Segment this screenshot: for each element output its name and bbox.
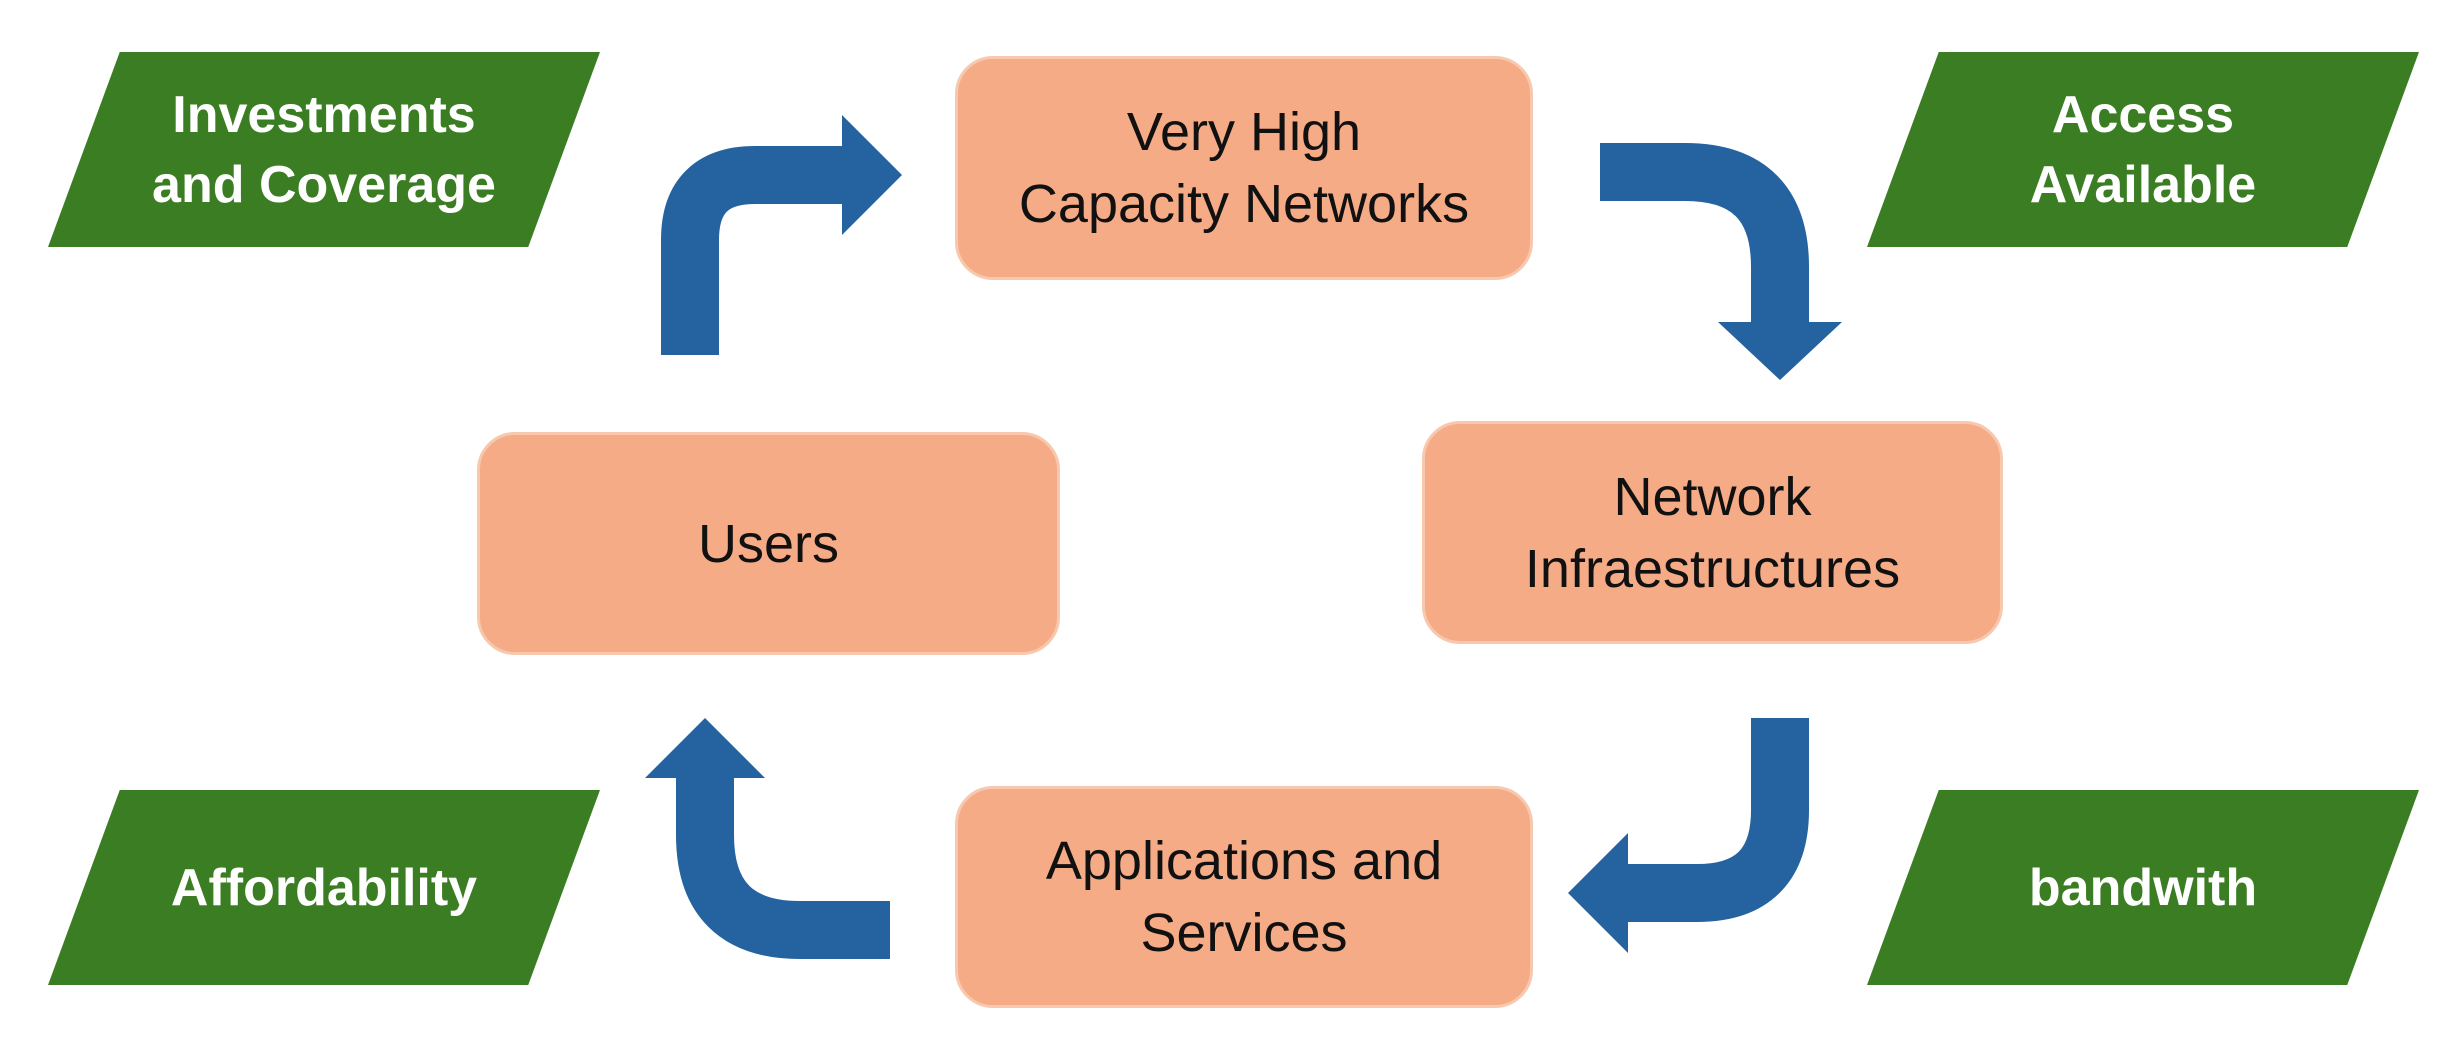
- arrow-users-to-networks: [661, 115, 902, 355]
- tag-label: Investments and Coverage: [152, 85, 496, 214]
- node-label: Applications and Services: [1045, 831, 1443, 963]
- node-label: Users: [697, 513, 839, 574]
- node-very-high-capacity-networks: Very High Capacity Networks: [955, 56, 1533, 280]
- arrow-applications-to-users: [645, 718, 890, 959]
- tag-investments-and-coverage: Investments and Coverage: [48, 52, 600, 247]
- node-users: Users: [477, 432, 1060, 655]
- node-label: Network Infraestructures: [1524, 466, 1901, 599]
- tag-label: Access Available: [2029, 85, 2257, 214]
- node-applications-and-services: Applications and Services: [955, 786, 1533, 1008]
- tag-affordability: Affordability: [48, 790, 600, 985]
- arrow-infrastructures-to-applications: [1568, 718, 1809, 953]
- node-label: Very High Capacity Networks: [1018, 102, 1470, 234]
- arrow-networks-to-infrastructures: [1600, 143, 1842, 380]
- tag-bandwith: bandwith: [1867, 790, 2419, 985]
- node-network-infraestructures: Network Infraestructures: [1422, 421, 2003, 644]
- tag-label: bandwith: [2028, 858, 2258, 917]
- tag-access-available: Access Available: [1867, 52, 2419, 247]
- tag-label: Affordability: [170, 858, 478, 917]
